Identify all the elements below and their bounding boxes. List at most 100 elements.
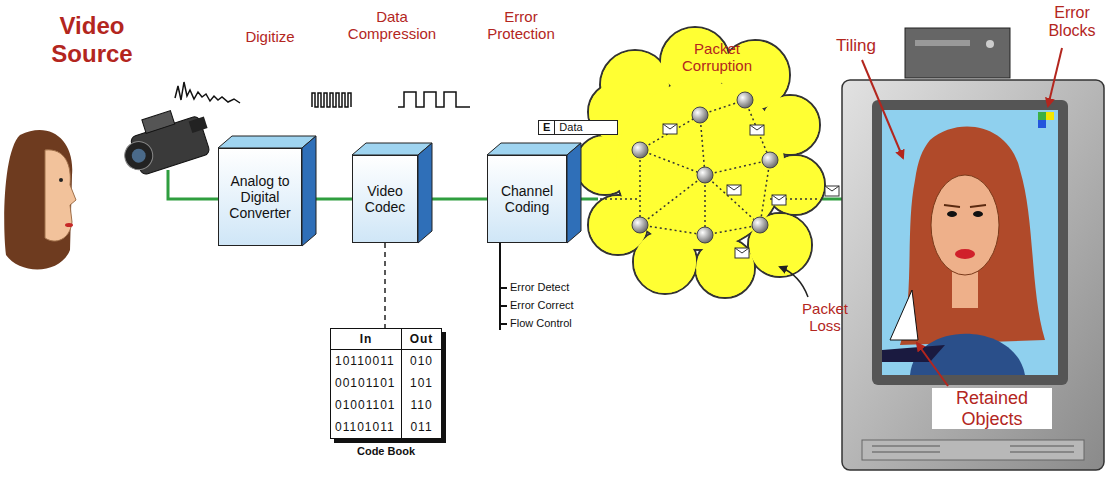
network-cloud (575, 27, 825, 298)
packet-envelopes (663, 124, 839, 258)
callout-label: Error Protection (474, 8, 568, 43)
network-links (704, 175, 706, 235)
channel-coding-list-lines (499, 243, 501, 330)
channel-coding-list-lines (500, 287, 507, 289)
video-camera (130, 147, 148, 165)
network-links (700, 115, 705, 175)
box-top-face (218, 136, 316, 148)
network-cloud (575, 27, 825, 298)
network-links (640, 225, 705, 235)
television (862, 440, 1084, 460)
channel-coding-box: Channel Coding (487, 155, 567, 243)
callout-label: Error Blocks (1038, 4, 1106, 41)
network-links (745, 100, 770, 160)
video-camera (189, 117, 208, 133)
packet-envelopes (727, 185, 741, 195)
waveforms (175, 82, 240, 103)
code-table: InOut10110011010001011011010100110111001… (330, 328, 442, 439)
network-links (639, 150, 641, 225)
network-links (640, 150, 705, 175)
callout-label: Packet Corruption (670, 40, 764, 75)
television (973, 211, 983, 217)
callout-pointers (1048, 48, 1062, 106)
table-cell: 011 (401, 416, 441, 438)
television (872, 446, 1074, 452)
television (1046, 112, 1054, 120)
network-nodes (692, 107, 708, 123)
box-side-face (567, 143, 581, 243)
table-header: In (331, 329, 401, 350)
television (944, 205, 986, 207)
callout-pointers (862, 48, 1062, 386)
list-item: Error Detect (510, 281, 569, 294)
packet-envelopes (772, 195, 786, 200)
network-cloud (576, 28, 824, 297)
table-cell: 110 (401, 394, 441, 416)
callout-label: Data Compression (340, 8, 444, 43)
television (905, 28, 1010, 78)
television (890, 290, 918, 340)
television (882, 345, 945, 362)
network-links (600, 198, 640, 200)
table-cell: 01101011 (331, 416, 401, 438)
packet-envelopes (772, 195, 786, 205)
packet-envelopes (735, 248, 749, 253)
packet-envelopes (735, 248, 749, 258)
television (882, 110, 1058, 375)
video-camera (142, 111, 175, 134)
television (872, 100, 1068, 385)
box-front-face (219, 149, 302, 246)
box-front-face (353, 156, 418, 243)
box-top-face (487, 143, 581, 155)
callout-label: Digitize (230, 28, 310, 45)
table-cell: 010 (401, 350, 441, 372)
connector (384, 243, 386, 328)
packet-envelopes (825, 186, 839, 191)
waveforms (312, 93, 351, 107)
box-label: Analog to Digital Converter (222, 173, 298, 221)
channel-coding-list-lines (500, 305, 507, 307)
network-cloud (616, 81, 784, 249)
table-title: Code Book (330, 445, 442, 457)
channel-coding-list-lines (500, 323, 507, 325)
television (986, 40, 994, 48)
television (955, 249, 975, 259)
television (915, 40, 970, 46)
network-nodes (632, 92, 778, 243)
network-cloud (749, 214, 811, 276)
waveforms (175, 82, 470, 107)
network-nodes (632, 142, 648, 158)
list-item: Flow Control (510, 317, 572, 330)
channel-coding-list-lines (500, 243, 507, 330)
video-camera (115, 101, 215, 179)
packet-envelopes (825, 186, 839, 196)
network-links (600, 100, 820, 235)
television (900, 127, 1045, 345)
network-links (640, 115, 700, 150)
network-nodes (752, 217, 768, 233)
box-front-face (488, 156, 567, 243)
woman-figure (65, 223, 73, 227)
television (947, 211, 957, 217)
signal-wire (168, 170, 218, 199)
network-links (640, 175, 705, 225)
callout-pointers (917, 343, 948, 386)
box-label: Video Codec (356, 183, 414, 215)
table-cell: 10110011 (331, 350, 401, 372)
television (1038, 112, 1046, 120)
woman-figure (45, 150, 76, 241)
converter-box: Analog to Digital Converter (218, 148, 302, 246)
list-item: Error Correct (510, 299, 574, 312)
video-camera (115, 101, 215, 179)
network-nodes (762, 152, 778, 168)
data-packet: EData (538, 120, 618, 135)
packet-loss-pointer (780, 267, 808, 297)
signal-wire (822, 198, 842, 201)
packet-envelopes (750, 125, 764, 130)
network-links (705, 160, 770, 175)
packet-envelopes (727, 185, 741, 190)
box-label: Channel Coding (491, 183, 563, 215)
box-side-face (418, 143, 432, 243)
signal-wire (579, 198, 598, 201)
network-nodes (737, 92, 753, 108)
